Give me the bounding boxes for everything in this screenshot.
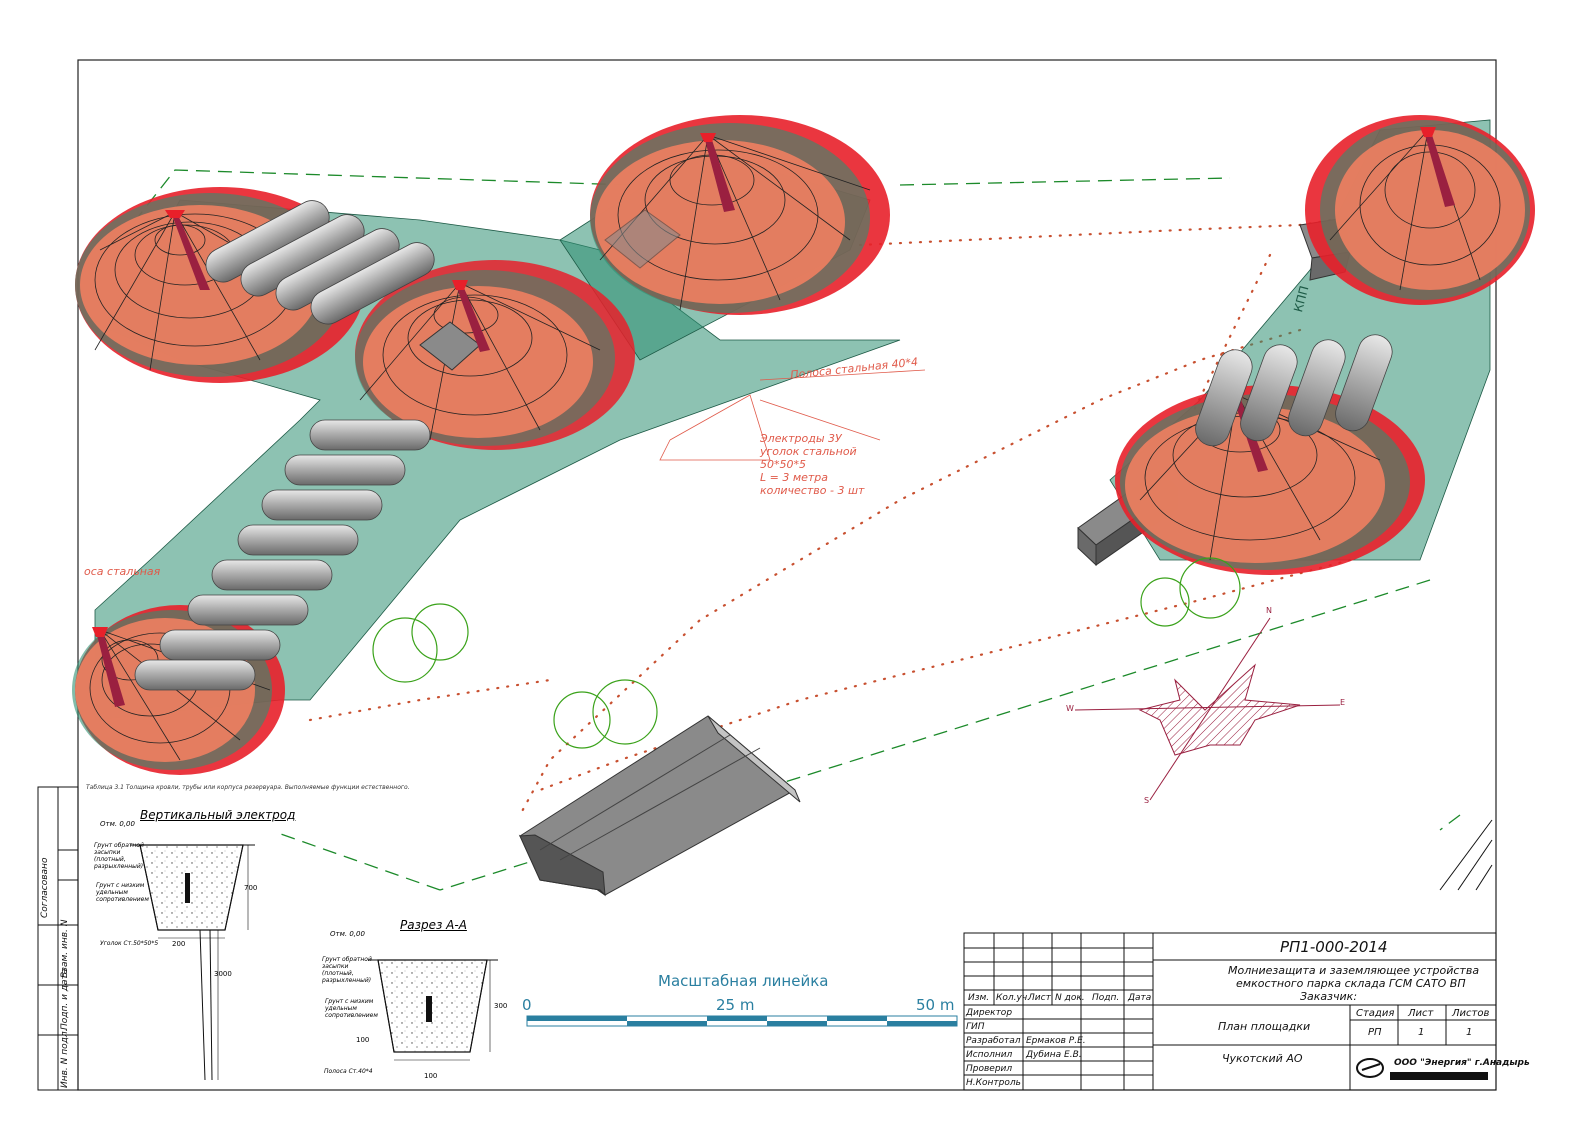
stamp-sign-date: Подп. и дата [60,968,70,1030]
role-checker: Проверил [966,1064,1013,1074]
drawing-frame [77,59,1497,1091]
electrodes-line-2: уголок стальной [760,445,857,458]
building-south [518,715,801,897]
vertical-dim-700: 700 [244,884,258,892]
electrodes-line-4: L = 3 метра [760,471,829,484]
vertical-electrode-title: Вертикальный электрод [140,808,296,822]
stamp-agreed: Согласовано [40,857,50,918]
sheets-label: Листов [1452,1008,1490,1019]
scale-bar-graphic [526,1015,958,1027]
company-logo [1356,1058,1488,1080]
cone-n [590,115,890,315]
role-gip: ГИП [966,1022,985,1032]
compass-e: E [1340,698,1346,707]
table-note: Таблица 3.1 Толщина кровли, трубы или ко… [86,784,410,791]
stamp-inv-original: Инв. N подл. [60,1028,70,1088]
sheet-label: Лист [1408,1008,1434,1019]
electrodes-line-3: 50*50*5 [760,458,806,471]
drawing-title-line2: емкостного парка склада ГСМ САТО ВП [1236,977,1466,990]
vertical-elevation: Отм. 0,00 [100,820,135,828]
section-elevation: Отм. 0,00 [330,930,365,938]
strip-left-label: оса стальная [84,565,161,578]
wind-rose [1074,617,1341,801]
scale-tick-50: 50 m [916,996,955,1014]
section-title: Разрез А-А [400,918,467,932]
scale-tick-0: 0 [522,996,532,1014]
header-change: Изм. [968,993,990,1003]
role-norm-control: Н.Контроль [966,1078,1021,1088]
stage-label: Стадия [1356,1008,1395,1019]
section-dim-100: 100 [356,1036,370,1044]
role-director: Директор [966,1008,1013,1018]
electrodes-line-1: Электроды 3У [760,432,842,445]
company-name: ООО "Энергия" г.Анадырь [1394,1058,1530,1068]
sheets-value: 1 [1466,1027,1473,1038]
side-stamp-grid [37,786,79,1091]
developer-name: Ермаков Р.Е. [1026,1036,1086,1046]
detail-vertical-electrode [130,844,255,1081]
role-executor: Исполнил [966,1050,1013,1060]
header-doc: N док. [1055,993,1085,1003]
compass-n: N [1266,606,1272,615]
vertical-angle: Уголок Ст.50*50*5 [100,940,159,947]
region: Чукотский АО [1222,1052,1303,1065]
vertical-dim-200: 200 [172,940,186,948]
vertical-soil-bottom: Грунт с низким удельным сопротивлением [96,882,149,903]
annotation-leaders [659,369,926,461]
cone-center [355,260,635,450]
scale-bar-title: Масштабная линейка [658,972,829,990]
sheet-value: 1 [1418,1027,1425,1038]
header-qty: Кол.уч. [996,993,1031,1003]
title-block-grid [963,932,1497,1091]
right-edge-lines [1439,819,1493,891]
drawing-title-line1: Молниезащита и заземляющее устройства [1228,964,1480,977]
sheet-name: План площадки [1218,1020,1311,1033]
role-developer: Разработал [966,1036,1021,1046]
section-soil-top: Грунт обратной засыпки (плотный, разрыхл… [322,956,372,984]
trees [372,557,1241,749]
vertical-soil-top: Грунт обратной засыпки (плотный, разрыхл… [94,842,144,870]
header-date: Дата [1128,993,1152,1003]
section-dim-100b: 100 [424,1072,438,1080]
compass-s: S [1144,796,1150,805]
electrodes-line-5: количество - 3 шт [760,484,865,497]
drawing-customer: Заказчик: [1300,990,1358,1003]
electrodes-label: Электроды 3У уголок стальной 50*50*5 L =… [760,432,864,497]
tanks-nw [205,200,435,325]
vertical-dim-3000: 3000 [214,970,232,978]
scale-tick-25: 25 m [716,996,755,1014]
tanks-row [134,419,431,691]
header-sign: Подп. [1092,993,1120,1003]
header-sheet: Лист [1028,993,1051,1003]
stage-value: РП [1368,1027,1382,1038]
compass-w: W [1066,704,1074,713]
section-dim-300: 300 [494,1002,508,1010]
detail-section-aa [368,959,498,1061]
drawing-code: РП1-000-2014 [1280,938,1388,956]
executor-name: Дубина Е.В. [1026,1050,1082,1060]
fence-dots [308,208,1397,817]
tanks-east [1195,334,1393,447]
cone-e [1115,385,1425,575]
section-strip: Полоса Ст.40*4 [324,1068,373,1075]
section-soil-bottom: Грунт с низким удельным сопротивлением [325,998,378,1019]
cone-ne [1305,115,1535,305]
